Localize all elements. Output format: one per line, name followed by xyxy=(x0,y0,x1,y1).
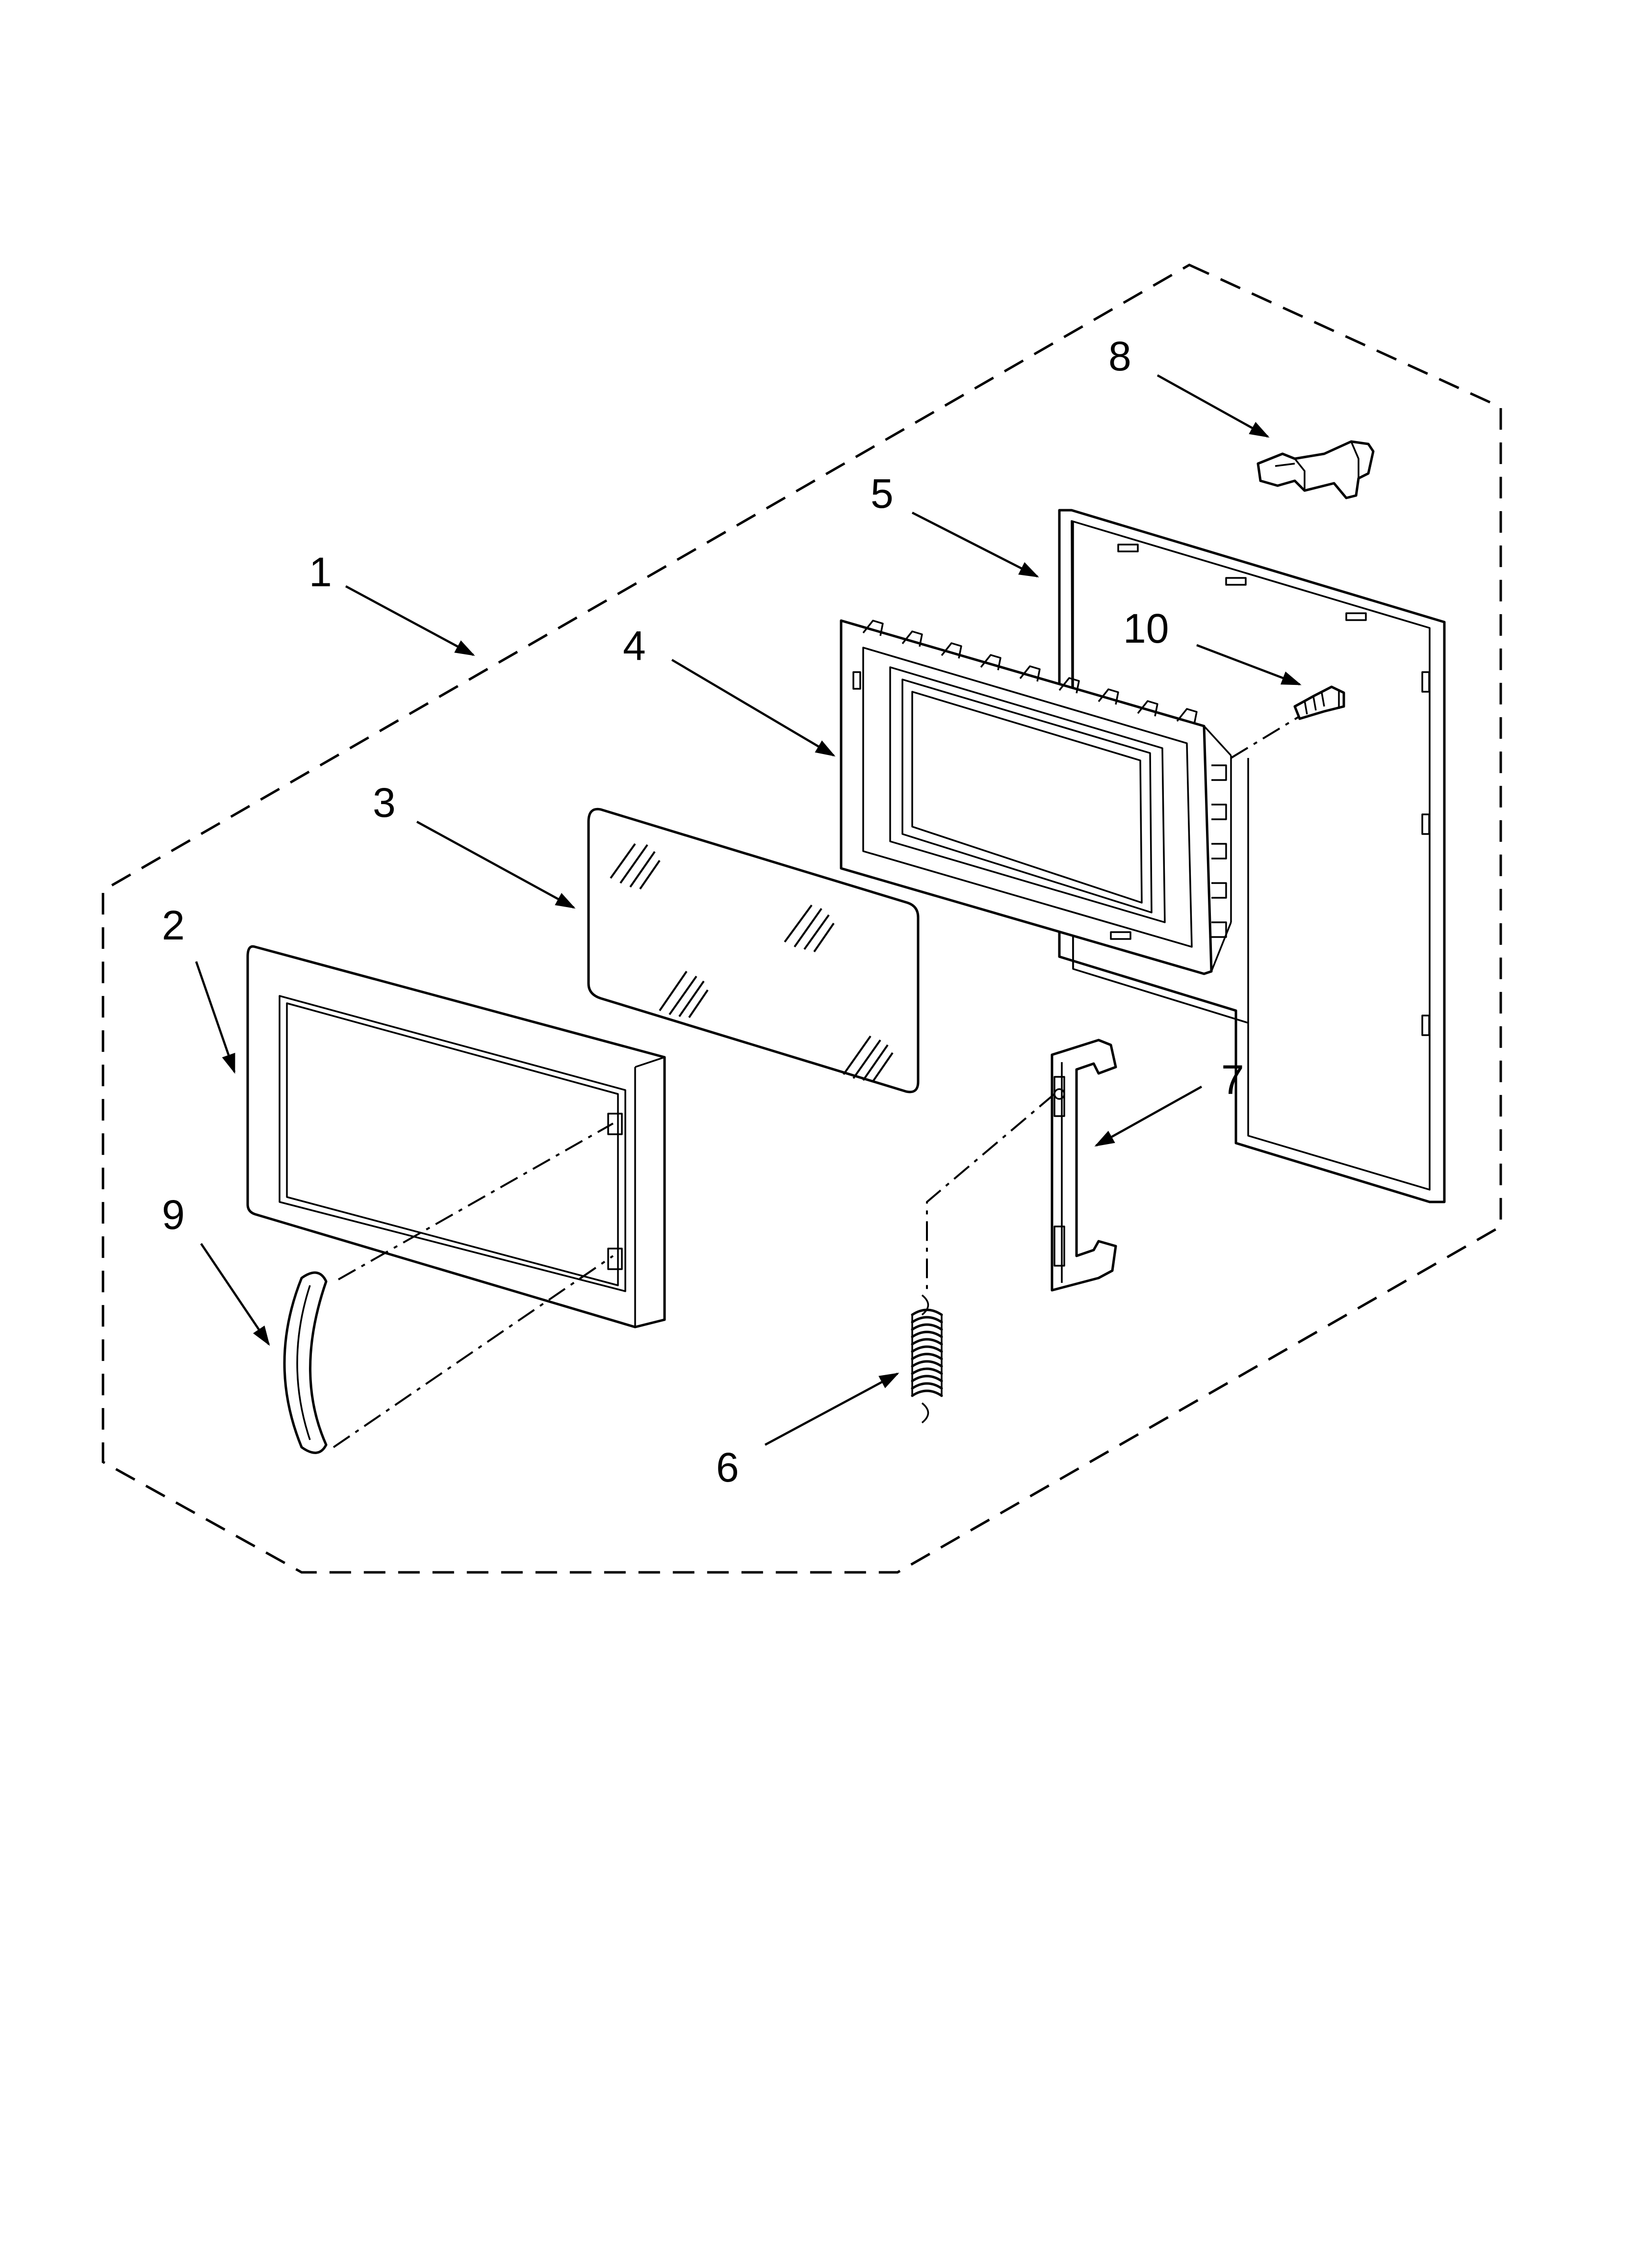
callout-4: 4 xyxy=(623,623,646,669)
callout-3: 3 xyxy=(373,780,396,826)
leader-10 xyxy=(1196,644,1302,686)
leader-3 xyxy=(416,821,576,909)
part-4-door-frame xyxy=(840,619,1232,975)
callout-8: 8 xyxy=(1108,333,1131,379)
handle-upper-link xyxy=(338,1122,614,1280)
leader-5 xyxy=(911,511,1039,578)
part-10-screw xyxy=(1293,685,1345,720)
leader-1 xyxy=(345,585,475,656)
leader-9 xyxy=(200,1243,270,1346)
callout-7: 7 xyxy=(1221,1057,1244,1103)
part-6-spring xyxy=(911,1294,943,1424)
part-2-outer-door-frame xyxy=(246,945,666,1329)
part-9-handle xyxy=(283,1271,328,1454)
leader-7 xyxy=(1094,1086,1203,1147)
callout-2: 2 xyxy=(162,902,185,948)
handle-lower-link xyxy=(333,1255,614,1448)
screw-frame-link xyxy=(1230,715,1301,759)
callout-10: 10 xyxy=(1123,605,1169,652)
leader-8 xyxy=(1156,374,1270,438)
callout-9: 9 xyxy=(162,1192,185,1238)
callout-1: 1 xyxy=(309,549,332,595)
spring-latch-link xyxy=(926,1093,1055,1295)
leader-2 xyxy=(195,961,236,1074)
callout-6: 6 xyxy=(716,1444,739,1490)
callout-5: 5 xyxy=(871,470,894,517)
part-3-glass-panel xyxy=(587,808,920,1094)
part-8-latch-bracket xyxy=(1257,440,1375,499)
leader-4 xyxy=(671,659,836,757)
part-7-latch xyxy=(1051,1039,1117,1292)
leader-6 xyxy=(764,1373,899,1446)
